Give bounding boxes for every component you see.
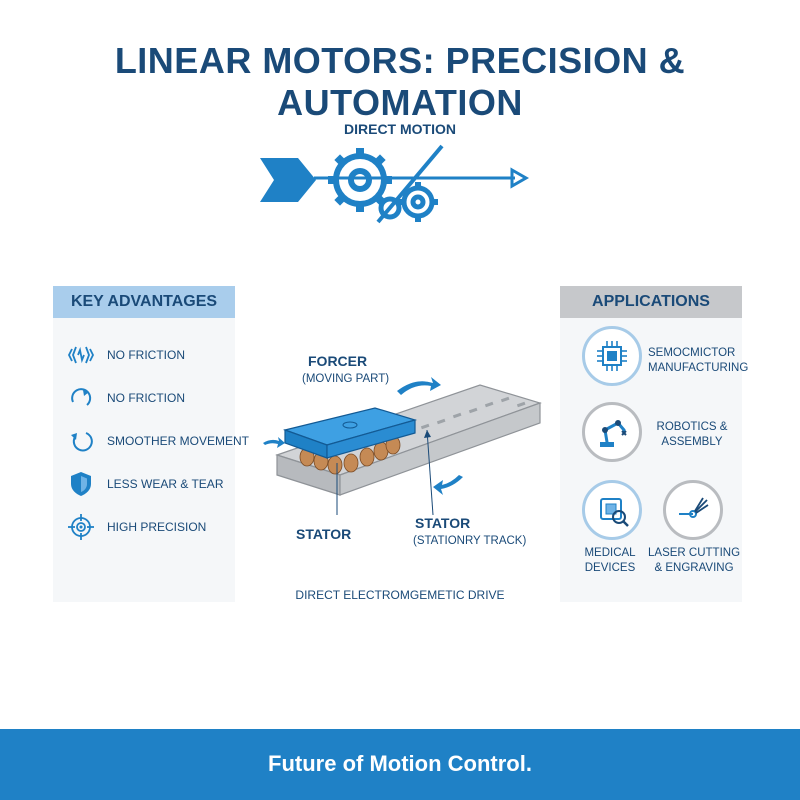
page-title: LINEAR MOTORS: PRECISION & AUTOMATION: [114, 40, 686, 123]
application-label-line: ROBOTICS &: [656, 421, 728, 433]
advantage-label: NO FRICTION: [107, 391, 185, 405]
diagram-caption: DIRECT ELECTROMGEMETIC DRIVE: [295, 588, 505, 602]
vibration-icon: [67, 346, 95, 364]
key-advantages-panel: KEY ADVANTAGES NO FRICTION NO FRICTION S…: [53, 286, 249, 602]
key-advantages-heading: KEY ADVANTAGES: [53, 286, 235, 318]
shield-icon: [71, 472, 91, 496]
application-label: MEDICAL DEVICES: [568, 546, 652, 576]
direct-motion-illustration: [260, 144, 530, 224]
application-label: SEMOCMICTOR MANUFACTURING: [648, 346, 749, 376]
advantage-label: SMOOTHER MOVEMENT: [107, 434, 250, 448]
application-label-line: ASSEMBLY: [661, 436, 723, 448]
motion-arrow-icon: [263, 377, 463, 495]
application-icon-circle: [582, 326, 642, 386]
stator-label: STATOR: [296, 526, 352, 542]
stator-track-sublabel: (STATIONRY TRACK): [413, 535, 527, 547]
small-gear-icon: [378, 185, 435, 220]
advantage-item: HIGH PRECISION: [67, 513, 237, 543]
stator-track-label: STATOR: [415, 515, 471, 531]
application-label-line: SEMOCMICTOR: [648, 347, 736, 359]
application-icon-circle: [582, 480, 642, 540]
chip-icon: [597, 341, 627, 371]
medical-chip-icon: [600, 498, 629, 527]
footer-text: Future of Motion Control.: [268, 751, 532, 776]
advantage-label: NO FRICTION: [107, 348, 185, 362]
direct-motion-label: DIRECT MOTION: [344, 121, 456, 137]
chevron-arrow-icon: [260, 158, 316, 202]
advantage-item: NO FRICTION: [67, 341, 237, 371]
crosshair-target-icon: [68, 514, 94, 540]
application-label-line: LASER CUTTING: [648, 547, 741, 559]
application-label-line: MANUFACTURING: [648, 362, 749, 374]
forcer-label: FORCER: [308, 353, 368, 369]
application-label: LASER CUTTING & ENGRAVING: [648, 546, 740, 576]
stator2-leader-line: [426, 429, 434, 516]
advantage-item: SMOOTHER MOVEMENT: [67, 427, 249, 457]
application-icon-circle: [663, 480, 723, 540]
forcer-sublabel: (MOVING PART): [302, 373, 390, 385]
return-arrow-icon: [71, 432, 93, 452]
advantage-label: LESS WEAR & TEAR: [107, 477, 224, 491]
robot-arm-icon: [600, 420, 627, 447]
application-label-line: & ENGRAVING: [654, 562, 734, 574]
forcer-side: [326, 419, 416, 459]
refresh-arrow-icon: [71, 388, 92, 406]
footer-banner: Future of Motion Control.: [0, 729, 800, 800]
advantage-item: NO FRICTION: [67, 384, 237, 414]
application-label-line: MEDICAL: [584, 547, 636, 559]
linear-motor-diagram: [263, 377, 542, 516]
advantage-item: LESS WEAR & TEAR: [67, 470, 237, 500]
application-icon-circle: [582, 402, 642, 462]
arrow-head-icon: [510, 167, 530, 189]
advantage-label: HIGH PRECISION: [107, 520, 207, 534]
applications-heading: APPLICATIONS: [560, 286, 742, 318]
applications-panel: APPLICATIONS SEMOCMICTOR MANUFACTURING: [560, 286, 749, 602]
application-label-line: DEVICES: [584, 562, 636, 574]
laser-icon: [679, 497, 709, 518]
stator-track-side: [339, 402, 541, 496]
application-label: ROBOTICS & ASSEMBLY: [652, 420, 732, 450]
gear-icon: [333, 153, 387, 207]
